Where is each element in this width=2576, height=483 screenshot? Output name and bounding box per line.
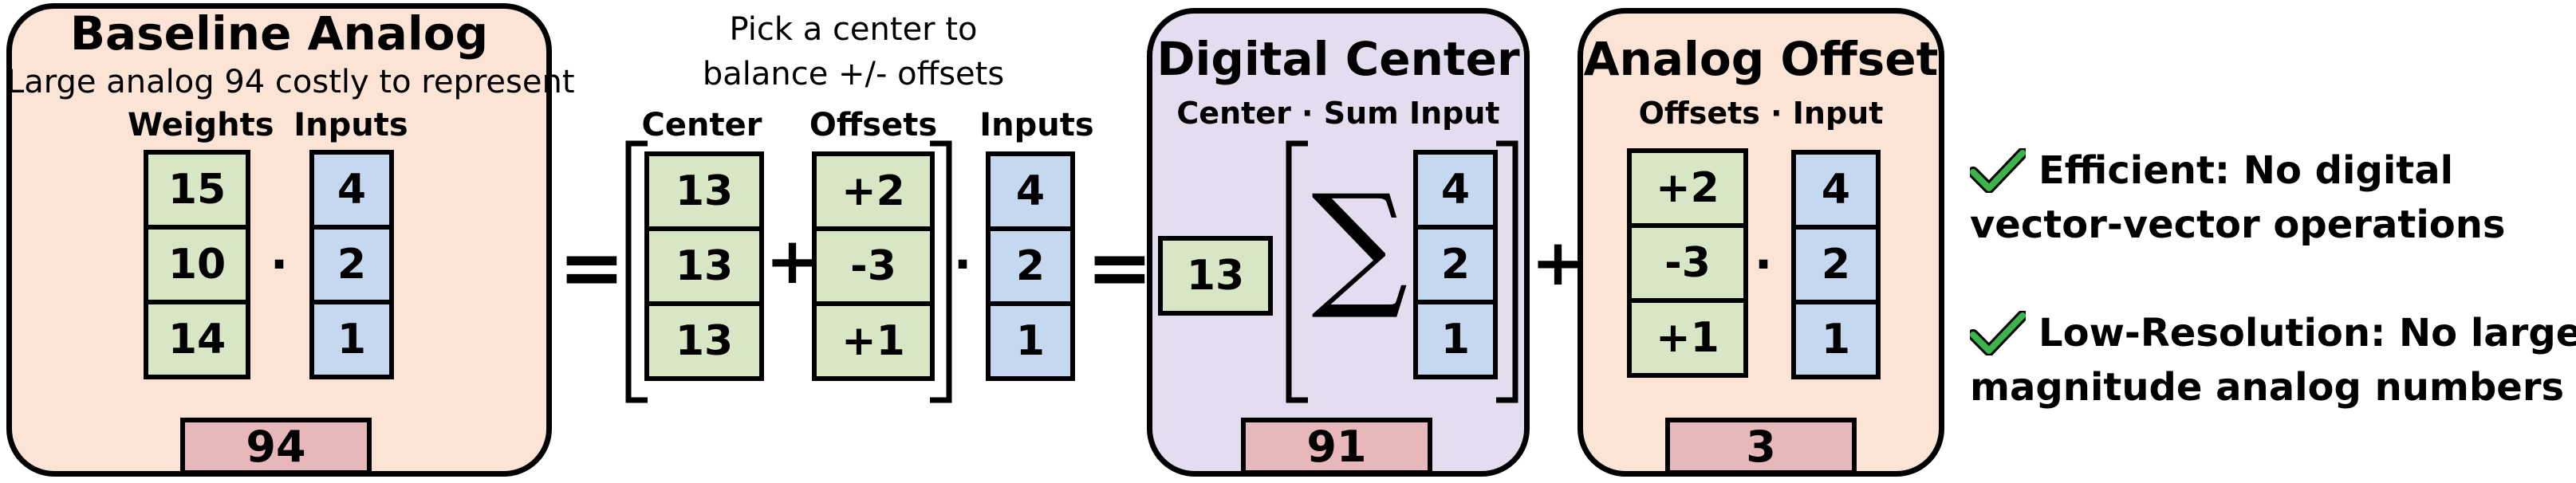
- baseline-analog-title: Baseline Analog: [69, 6, 489, 61]
- inputs-label: Inputs: [293, 107, 408, 143]
- check-icon: [1970, 311, 2026, 355]
- right-bracket: [930, 140, 952, 403]
- offset-cell: +2: [1627, 148, 1748, 228]
- benefit-efficient-line2: vector-vector operations: [1970, 202, 2506, 247]
- input-cell: 1: [1791, 300, 1881, 379]
- plus-operator: +: [766, 224, 820, 298]
- baseline-result: 94: [180, 418, 372, 475]
- center-cell: 13: [644, 226, 764, 306]
- input-cell: 4: [986, 151, 1075, 231]
- input-cell: 1: [986, 301, 1075, 381]
- input-cell: 1: [309, 300, 394, 379]
- plus-operator: +: [1531, 226, 1585, 300]
- input-cell: 2: [1413, 225, 1498, 304]
- offset-cell: -3: [812, 226, 935, 306]
- analog-offset-title: Analog Offset: [1583, 32, 1939, 86]
- digital-center-title: Digital Center: [1156, 32, 1520, 86]
- offsets-label: Offsets: [809, 107, 938, 143]
- weight-cell: 15: [144, 150, 250, 230]
- input-cell: 4: [1791, 150, 1881, 230]
- sum-symbol: ∑: [1311, 166, 1408, 324]
- dot-operator: ·: [953, 237, 972, 293]
- digital-center-subtitle: Center · Sum Input: [1176, 96, 1500, 131]
- center-step-note-line1: Pick a center to: [729, 11, 978, 48]
- offset-cell: +1: [1627, 298, 1748, 378]
- baseline-analog-note: Large analog 94 costly to represent: [6, 64, 575, 100]
- benefit-low-resolution-line1: Low-Resolution: No large-: [2038, 311, 2576, 355]
- digital-center-result: 91: [1241, 418, 1432, 475]
- offset-cell: +2: [812, 151, 935, 231]
- input-cell: 1: [1413, 300, 1498, 379]
- check-icon: [1970, 148, 2026, 193]
- center-step-note-line2: balance +/- offsets: [702, 56, 1005, 92]
- center-cell: 13: [644, 151, 764, 231]
- left-bracket: [625, 140, 648, 403]
- weights-label: Weights: [128, 107, 274, 143]
- dot-operator: ·: [270, 237, 289, 293]
- input-cell: 4: [1413, 150, 1498, 230]
- analog-offset-result: 3: [1665, 418, 1857, 475]
- sum-right-bracket: [1496, 140, 1518, 403]
- analog-offset-subtitle: Offsets · Input: [1638, 96, 1884, 131]
- offset-cell: +1: [812, 301, 935, 381]
- baseline-analog-panel: [6, 3, 552, 477]
- center-label: Center: [641, 107, 762, 143]
- input-cell: 4: [309, 150, 394, 230]
- center-cell: 13: [644, 301, 764, 381]
- input-cell: 2: [309, 225, 394, 304]
- benefit-efficient-line1: Efficient: No digital: [2038, 148, 2454, 193]
- inputs-label: Inputs: [979, 107, 1094, 143]
- weight-cell: 10: [144, 225, 250, 304]
- digital-center-value: 13: [1158, 236, 1273, 316]
- equals-operator: =: [558, 221, 625, 314]
- input-cell: 2: [1791, 225, 1881, 304]
- dot-operator: ·: [1754, 237, 1773, 293]
- offset-cell: -3: [1627, 223, 1748, 303]
- equals-operator: =: [1086, 221, 1153, 314]
- input-cell: 2: [986, 226, 1075, 306]
- weight-cell: 14: [144, 300, 250, 379]
- benefit-low-resolution-line2: magnitude analog numbers: [1970, 365, 2565, 410]
- sum-left-bracket: [1286, 140, 1308, 403]
